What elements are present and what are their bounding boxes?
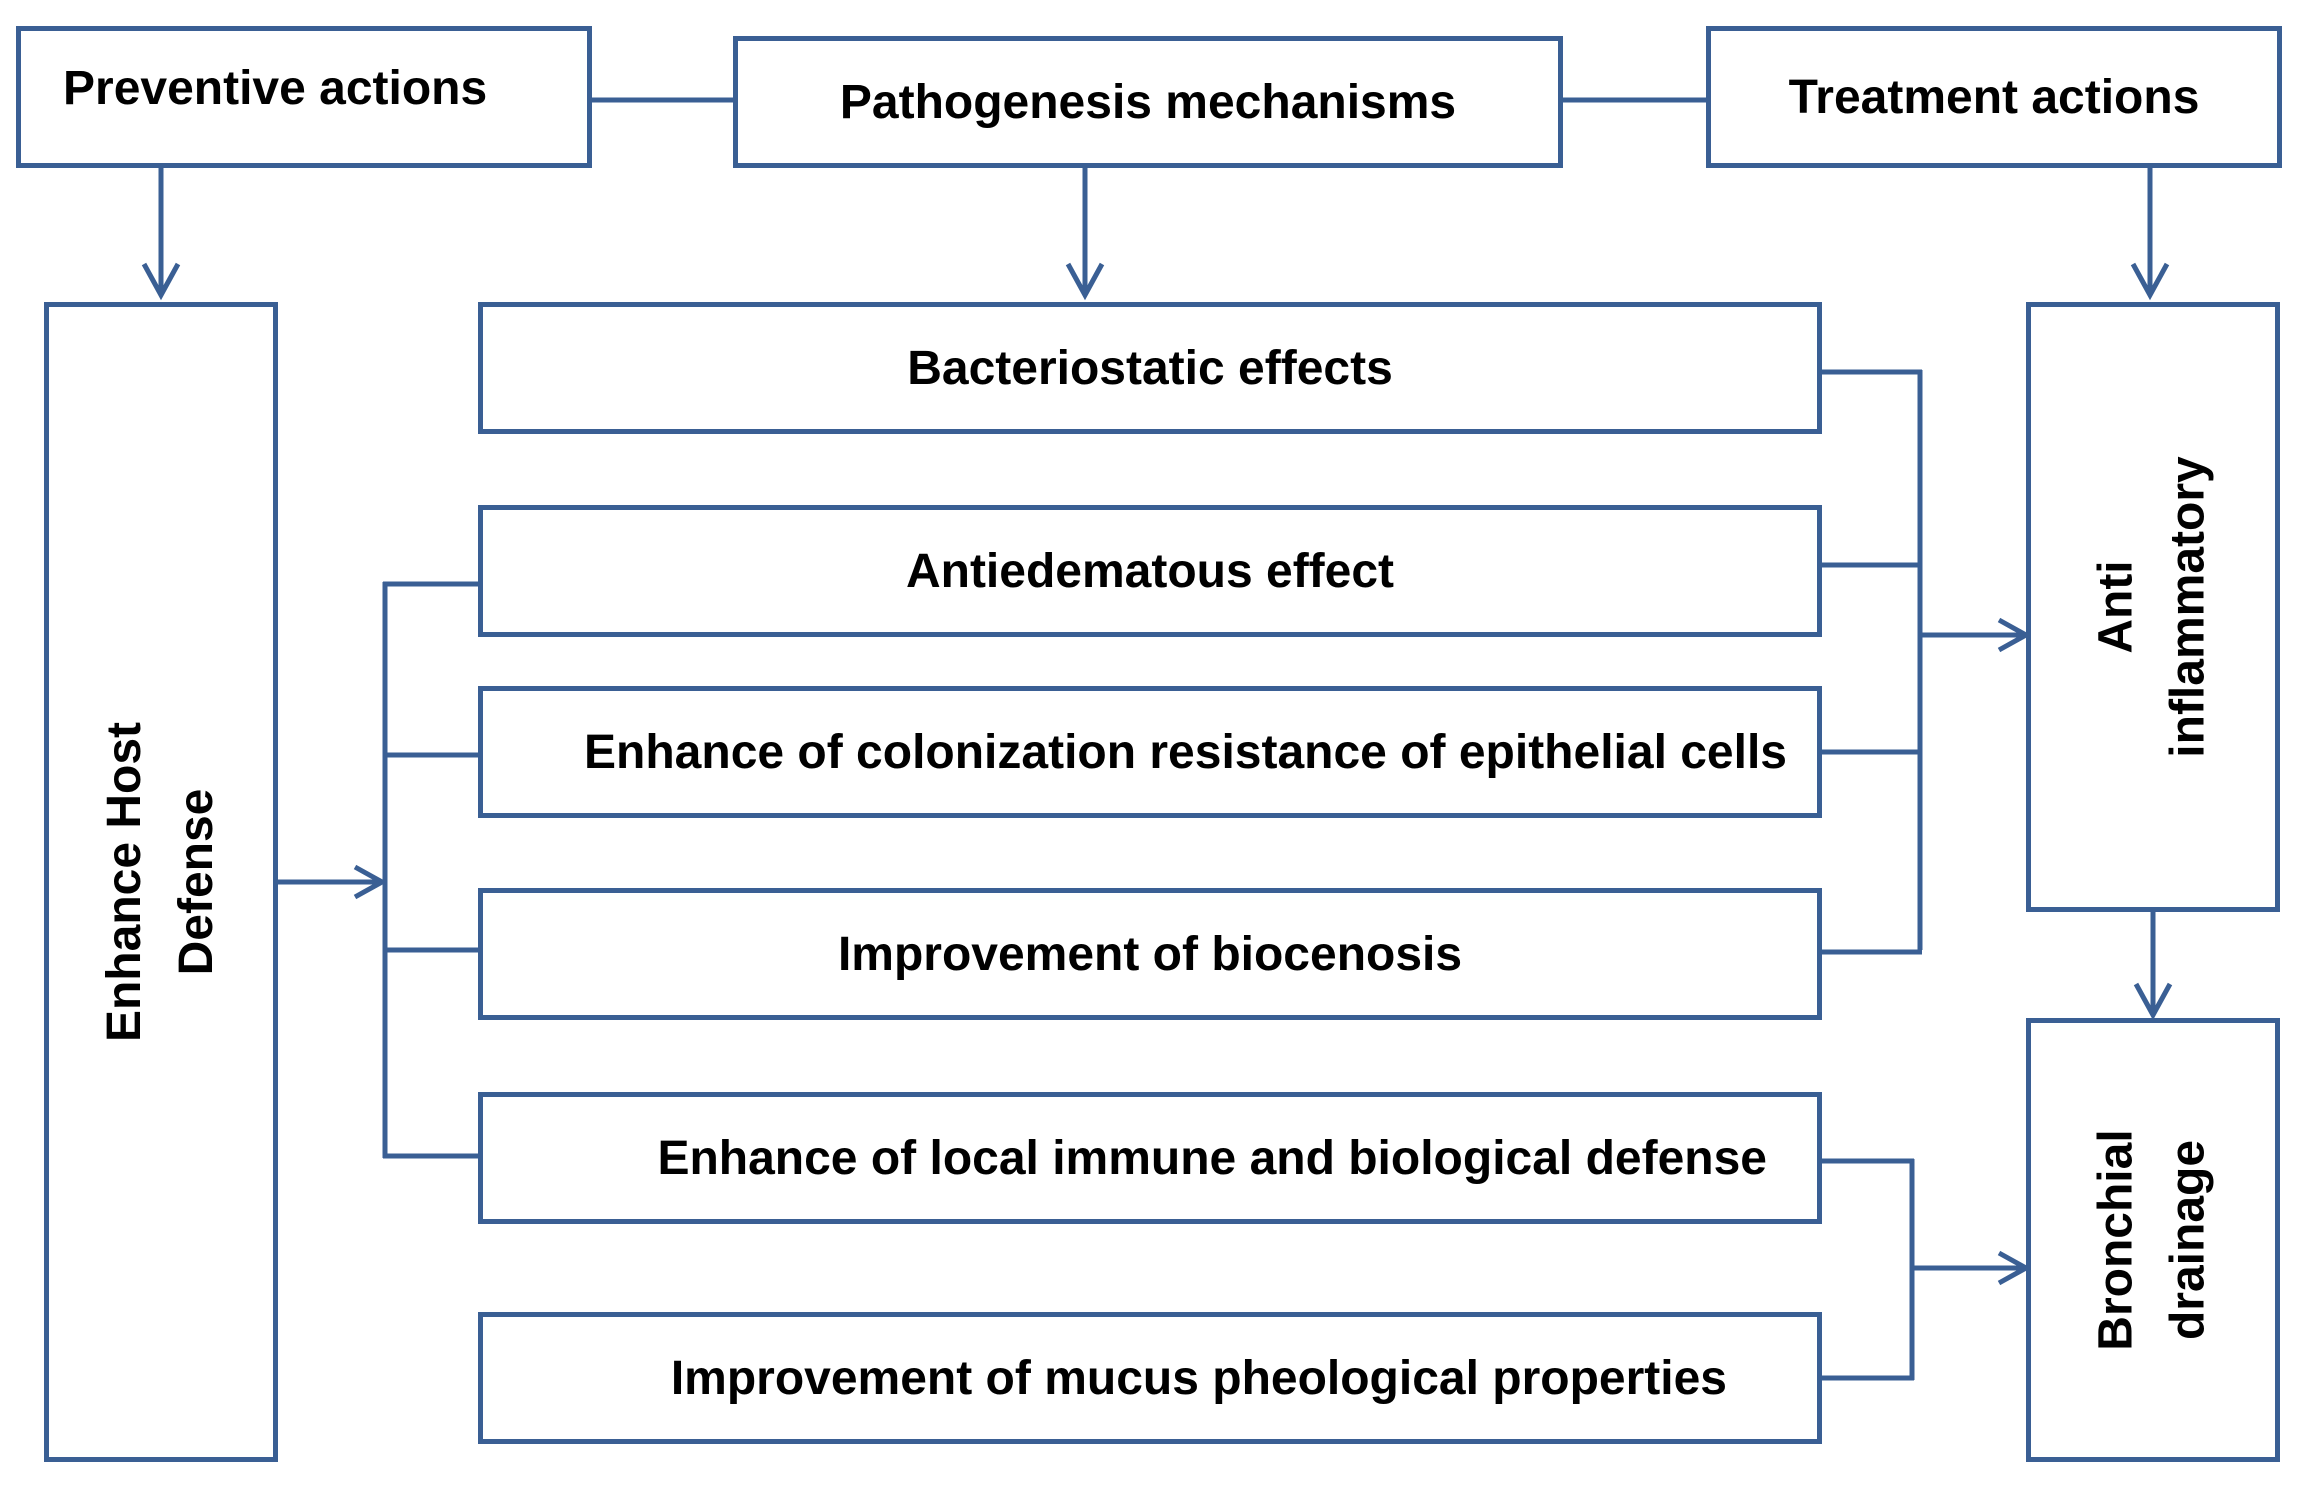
preventive-actions-label: Preventive actions [63, 62, 488, 115]
arrow-treatment-down [2130, 168, 2170, 301]
mechanism-box-mucus-properties: Improvement of mucus pheological propert… [478, 1312, 1822, 1444]
mechanism-label: Antiedematous effect [905, 544, 1395, 598]
mechanism-label: Enhance of local immune and biological d… [657, 1131, 1767, 1185]
preventive-actions-box: Preventive actions [16, 26, 592, 168]
anti-inflammatory-box: Anti inflammatory [2026, 302, 2280, 912]
arrow-preventive-down [141, 168, 181, 301]
mechanism-box-colonization-resistance: Enhance of colonization resistance of ep… [478, 686, 1822, 818]
mechanism-box-antiedematous: Antiedematous effect [478, 505, 1822, 637]
mechanism-box-bacteriostatic: Bacteriostatic effects [478, 302, 1822, 434]
arrow-host-defense-to-bracket [278, 864, 388, 900]
arrow-to-bronchial-drainage [1912, 1250, 2032, 1286]
arrow-anti-to-drainage [2133, 912, 2173, 1021]
pathogenesis-mechanisms-label: Pathogenesis mechanisms [839, 75, 1457, 129]
arrow-to-anti-inflammatory [1920, 617, 2032, 653]
arrow-pathogenesis-down [1065, 168, 1105, 301]
mechanism-label: Improvement of biocenosis [837, 927, 1463, 981]
mechanism-label: Bacteriostatic effects [907, 341, 1393, 395]
mechanism-label: Enhance of colonization resistance of ep… [584, 725, 1787, 779]
mechanism-label: Improvement of mucus pheological propert… [670, 1351, 1727, 1405]
enhance-host-defense-label: Enhance Host Defense [98, 721, 223, 1043]
treatment-actions-label: Treatment actions [1788, 70, 2200, 124]
bronchial-drainage-box: Bronchial drainage [2026, 1018, 2280, 1462]
anti-inflammatory-label: Anti inflammatory [2090, 456, 2215, 758]
bronchial-drainage-label: Bronchial drainage [2090, 1129, 2215, 1351]
treatment-actions-box: Treatment actions [1706, 26, 2282, 168]
pathogenesis-mechanisms-box: Pathogenesis mechanisms [733, 36, 1563, 168]
mechanism-box-local-immune-defense: Enhance of local immune and biological d… [478, 1092, 1822, 1224]
mechanism-box-biocenosis: Improvement of biocenosis [478, 888, 1822, 1020]
enhance-host-defense-box: Enhance Host Defense [44, 302, 278, 1462]
